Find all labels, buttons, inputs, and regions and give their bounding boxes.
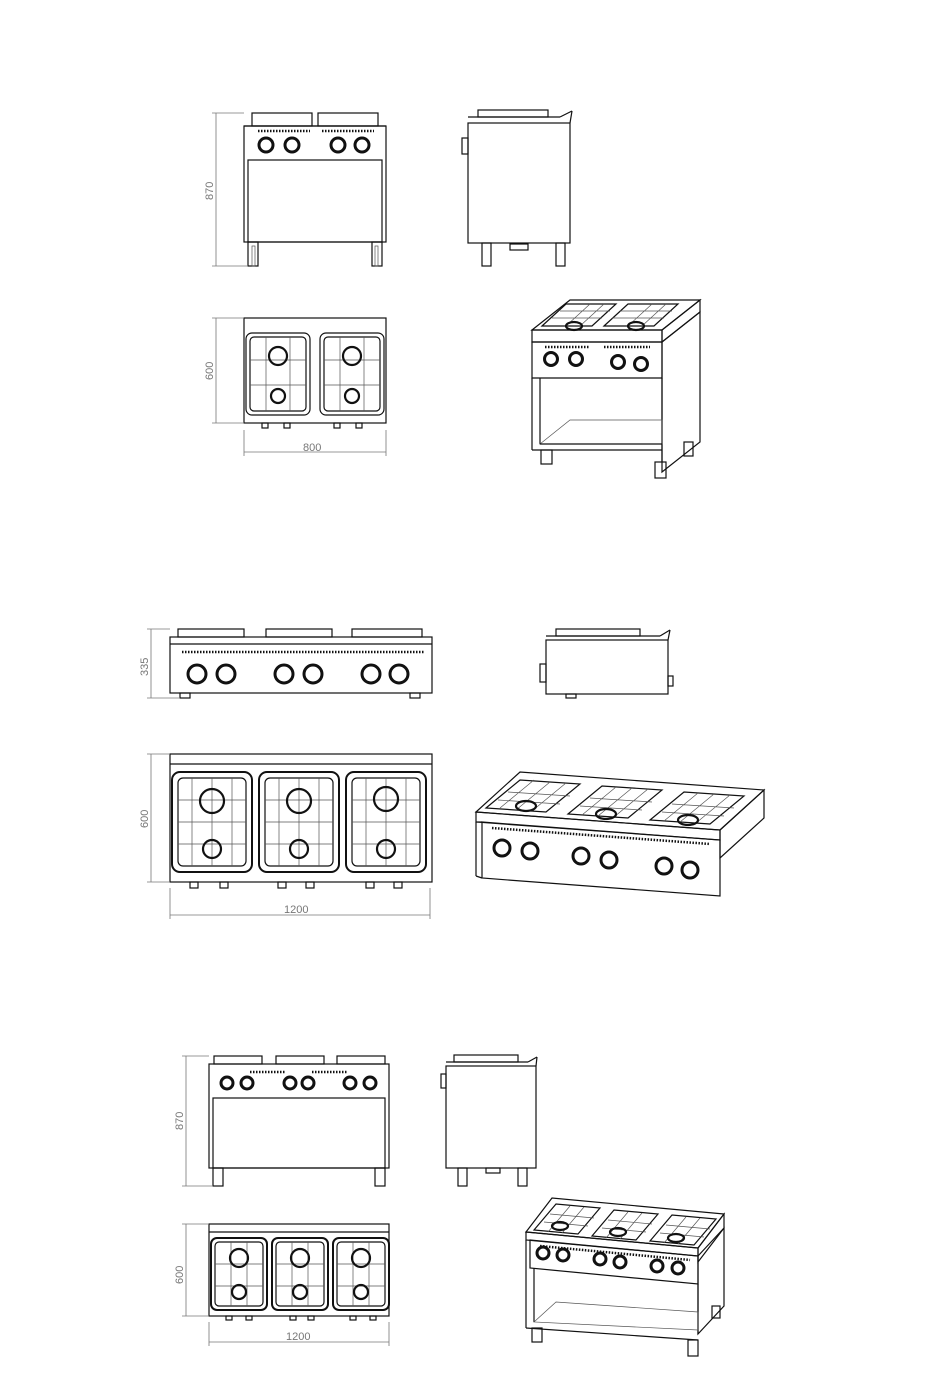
group-2-six-burner-countertop: 335 [139,629,764,919]
group-3-six-burner-range: 870 [174,1055,724,1356]
width-dimension-1: 800 [303,442,321,454]
height-dimension-2: 335 [139,658,151,676]
width-dimension-3: 1200 [286,1331,310,1343]
height-dimension-1: 870 [204,182,216,200]
top-view-3: 600 1200 [174,1224,389,1346]
top-view-2: 600 1200 [139,754,432,919]
depth-dimension-3: 600 [174,1266,186,1284]
width-dimension-2: 1200 [284,904,308,916]
front-view-3: 870 [174,1056,389,1186]
top-view-1: 600 800 [204,318,386,456]
height-dimension-3: 870 [174,1112,186,1130]
side-view-1 [462,110,572,266]
side-view-2 [540,629,673,698]
side-view-3 [441,1055,537,1186]
group-1-four-burner-range: 870 [204,110,700,478]
iso-view-2 [476,772,764,896]
iso-view-3 [526,1198,724,1356]
front-view-2: 335 [139,629,432,698]
front-view-1: 870 [204,113,386,266]
depth-dimension-1: 600 [204,362,216,380]
iso-view-1 [532,300,700,478]
depth-dimension-2: 600 [139,810,151,828]
